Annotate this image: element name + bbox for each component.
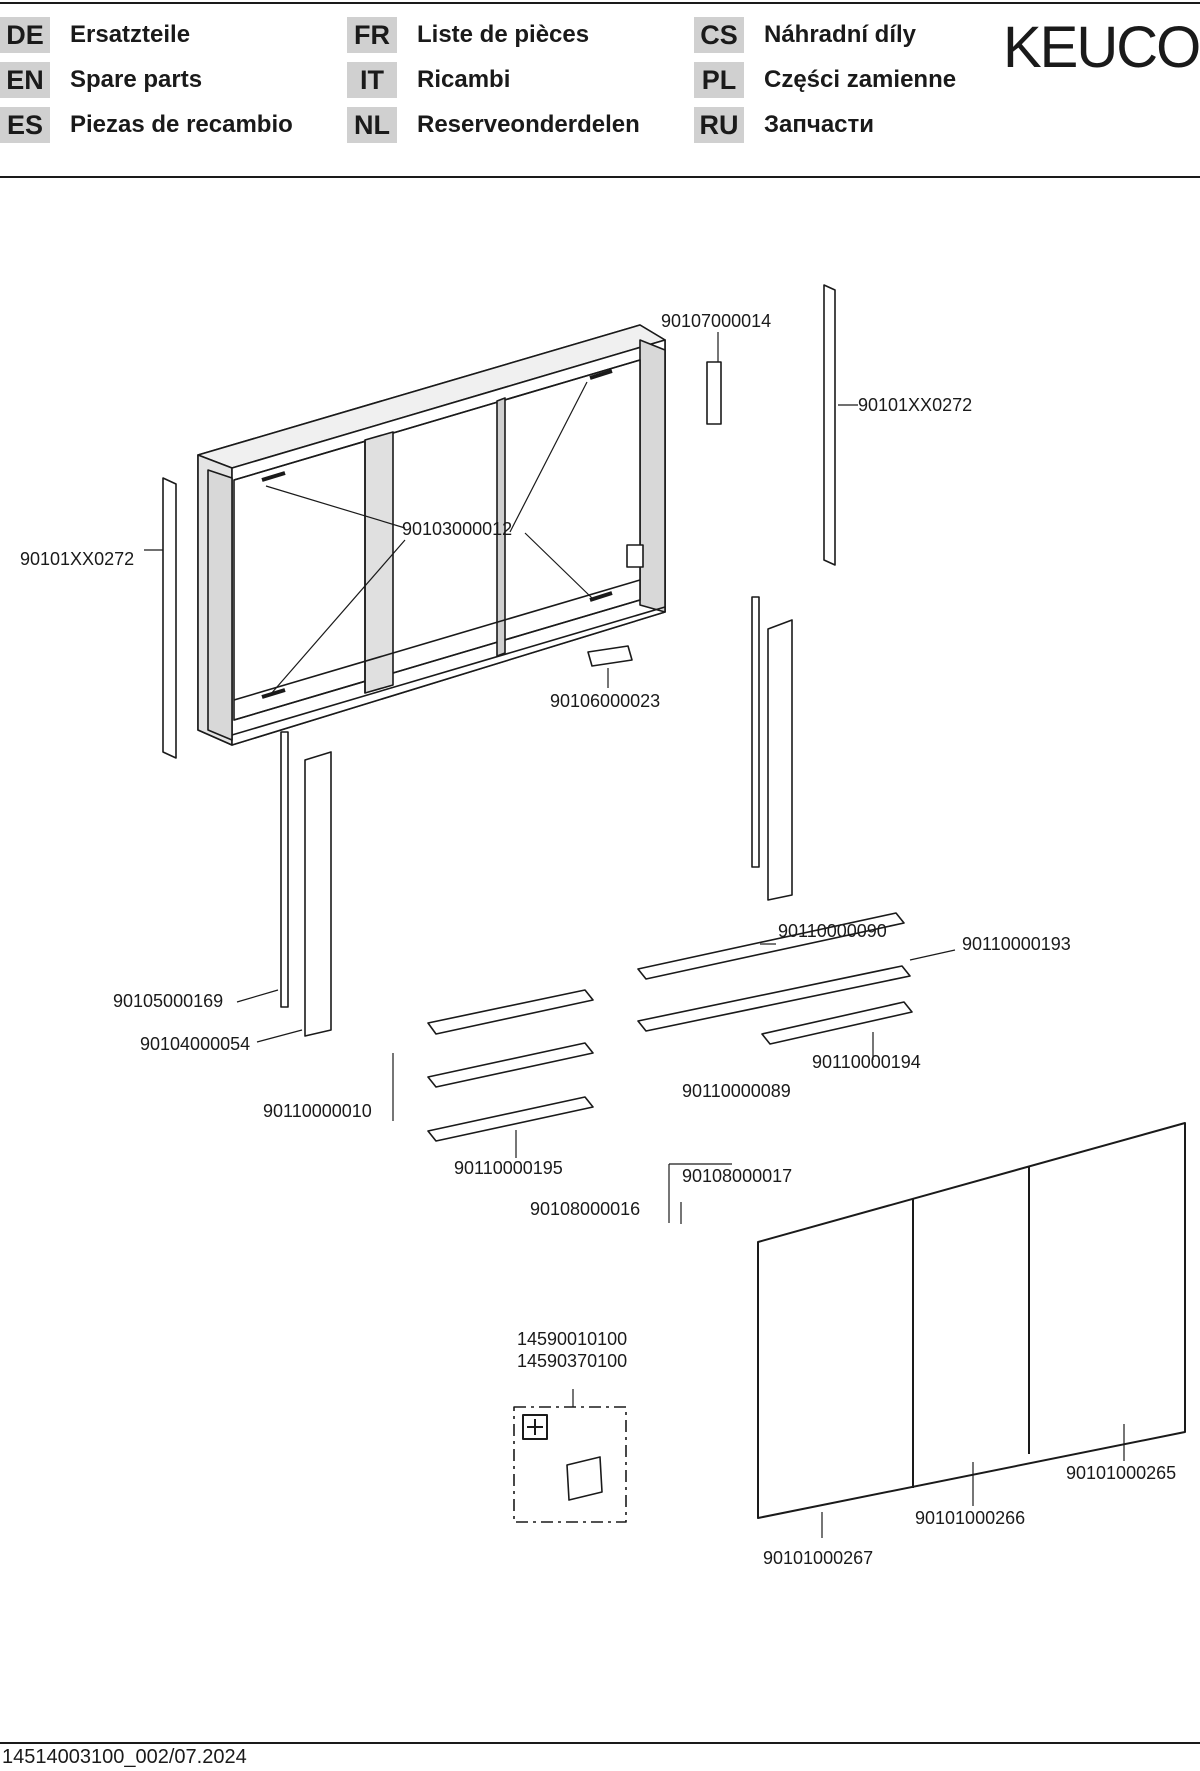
accessory-box	[513, 1406, 627, 1523]
lang-title: Запчасти	[764, 111, 875, 138]
part-label-clips-small: 90110000089	[682, 1081, 791, 1101]
lang-code: DE	[0, 17, 50, 53]
lang-row-de: DE Ersatzteile	[0, 17, 190, 53]
side-panel-left-part	[162, 477, 177, 759]
light-profile-right-part	[751, 596, 760, 868]
shelf-part	[427, 989, 594, 1035]
lang-code: FR	[347, 17, 397, 53]
footer-rule	[0, 1742, 1200, 1744]
exploded-drawing: 90107000014 90101XX0272 90101XX0272 9010…	[20, 284, 1186, 1568]
brand-logo: KEUCO	[1003, 15, 1200, 80]
part-label-side-panel-right: 90101XX0272	[858, 395, 972, 415]
part-label-shelf-clips-center: 90110000090	[778, 921, 887, 941]
leader-lines	[144, 332, 1125, 1538]
light-profile-left-part	[280, 731, 289, 1008]
light-cover-left-part	[304, 751, 332, 1037]
part-label-shelf-holder: 90103000012	[402, 519, 512, 539]
part-label-accessory-2: 14590370100	[517, 1351, 627, 1371]
lang-title: Náhradní díly	[764, 21, 917, 48]
lang-row-it: IT Ricambi	[347, 62, 510, 98]
lang-title: Ersatzteile	[70, 21, 191, 48]
shelf-part	[761, 1001, 913, 1045]
part-label-side-panel-left: 90101XX0272	[20, 549, 134, 569]
lang-code: RU	[694, 107, 744, 143]
hinge-cover-part	[706, 361, 722, 425]
lang-row-cs: CS Náhradní díly	[694, 17, 916, 53]
lang-code: EN	[0, 62, 50, 98]
part-label-door-left: 90101000267	[763, 1548, 873, 1568]
lang-code: PL	[694, 62, 744, 98]
shelf-part	[427, 1096, 594, 1142]
part-label-hinge-cover: 90107000014	[661, 311, 771, 331]
socket-part	[587, 645, 633, 667]
document-number: 14514003100_002/07.2024	[2, 1746, 247, 1768]
header-rule	[0, 176, 1200, 178]
lang-row-nl: NL Reserveonderdelen	[347, 107, 640, 143]
lang-title: Ricambi	[417, 66, 511, 93]
lang-title: Liste de pièces	[417, 21, 590, 48]
lang-code: NL	[347, 107, 397, 143]
header: DE Ersatzteile EN Spare parts ES Piezas …	[0, 0, 1200, 180]
part-label-accessory-1: 14590010100	[517, 1329, 627, 1349]
lang-row-en: EN Spare parts	[0, 62, 202, 98]
lang-row-pl: PL Części zamienne	[694, 62, 956, 98]
part-label-shelf-short: 90110000194	[812, 1052, 921, 1072]
lang-title: Części zamienne	[764, 66, 957, 93]
part-label-door-hinge-a: 90108000016	[530, 1199, 640, 1219]
part-label-door-middle: 90101000266	[915, 1508, 1025, 1528]
mirror-doors	[757, 1122, 1186, 1519]
part-label-shelf-left: 90110000195	[454, 1158, 563, 1178]
light-cover-right-part	[767, 619, 793, 901]
part-label-door-right: 90101000265	[1066, 1463, 1176, 1483]
top-rule	[0, 2, 1200, 4]
part-label-light-cover: 90104000054	[140, 1034, 250, 1054]
part-label-light-profile: 90105000169	[113, 991, 223, 1011]
cabinet-body	[197, 324, 666, 746]
lang-code: IT	[347, 62, 397, 98]
shelf-part	[637, 965, 911, 1032]
part-label-socket: 90106000023	[550, 691, 660, 711]
side-panel-right-part	[823, 284, 836, 566]
lang-title: Spare parts	[70, 66, 203, 93]
shelf-part	[427, 1042, 594, 1088]
lang-row-fr: FR Liste de pièces	[347, 17, 589, 53]
part-label-shelf-long: 90110000193	[962, 934, 1071, 954]
part-labels: 90107000014 90101XX0272 90101XX0272 9010…	[20, 311, 1176, 1568]
lang-title: Piezas de recambio	[70, 111, 293, 138]
glass-shelves	[427, 912, 913, 1142]
lang-code: CS	[694, 17, 744, 53]
shelf-part	[637, 912, 905, 980]
part-label-door-hinge-b: 90108000017	[682, 1166, 792, 1186]
part-label-clips-left: 90110000010	[263, 1101, 372, 1121]
lang-row-ru: RU Запчасти	[694, 107, 874, 143]
lang-row-es: ES Piezas de recambio	[0, 107, 293, 143]
lang-title: Reserveonderdelen	[417, 111, 640, 138]
lang-code: ES	[0, 107, 50, 143]
